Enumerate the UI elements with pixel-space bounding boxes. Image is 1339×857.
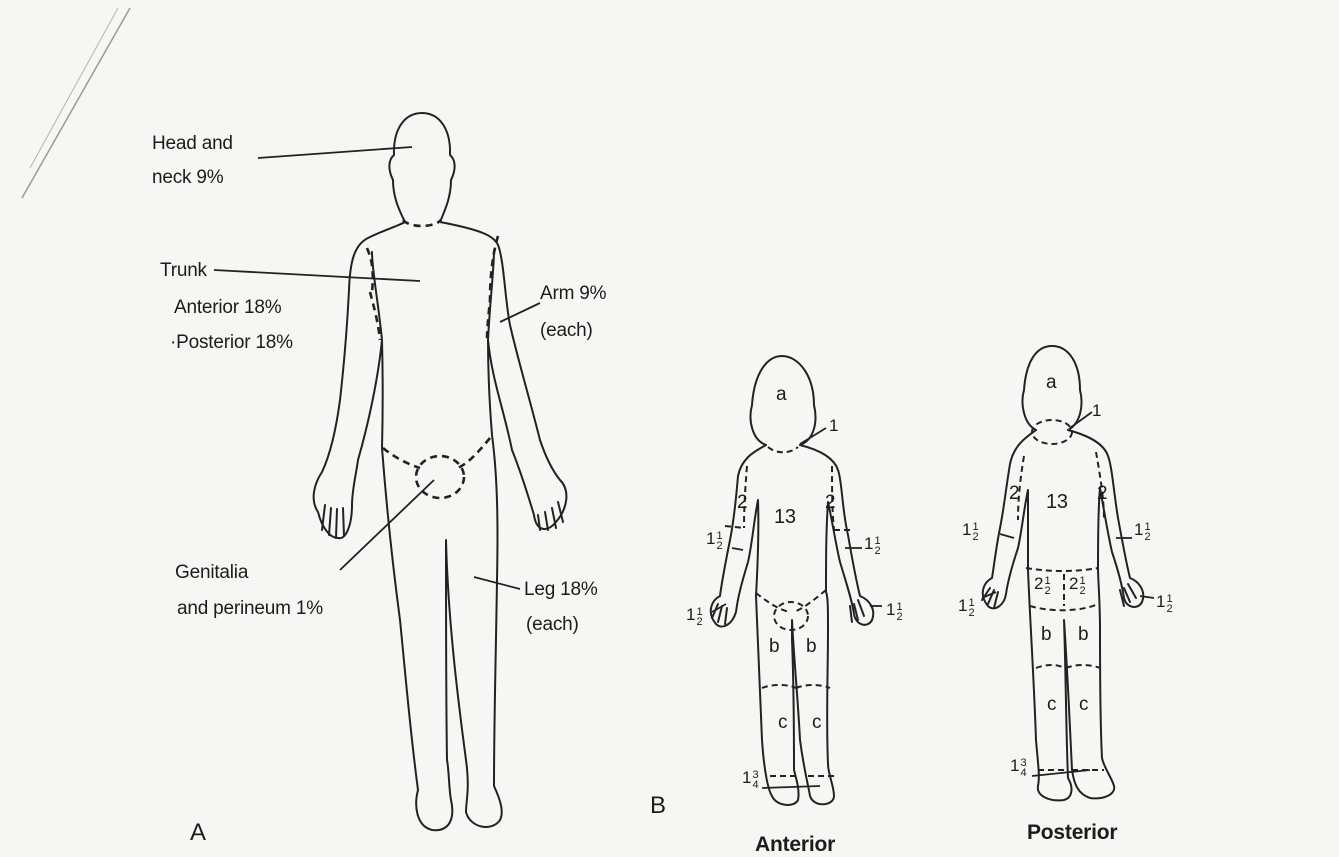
posterior-leg-left-label: c xyxy=(1047,692,1056,717)
posterior-leg-right-label: c xyxy=(1079,692,1088,717)
scan-artifact-line xyxy=(30,8,118,168)
child-posterior-figure xyxy=(982,346,1154,800)
anterior-upper-arm-left-label: 2 xyxy=(737,490,747,515)
posterior-thigh-left-label: b xyxy=(1041,622,1051,647)
anterior-leg-right-label: c xyxy=(812,710,821,735)
adult-genital-region xyxy=(416,456,464,498)
anterior-title: Anterior xyxy=(755,832,835,857)
head-neck-text: Head and neck 9% xyxy=(152,127,233,195)
anterior-thigh-left-label: b xyxy=(769,634,779,659)
posterior-upper-arm-left-label: 2 xyxy=(1009,481,1019,506)
anterior-head-label: a xyxy=(776,382,786,407)
posterior-thigh-right-label: b xyxy=(1078,622,1088,647)
anterior-body-outline xyxy=(711,445,873,805)
adult-groin-boundary xyxy=(383,448,420,468)
anterior-thigh-right-label: b xyxy=(806,634,816,659)
panel-a-letter: A xyxy=(190,820,206,845)
posterior-upper-arm-right-label: 2 xyxy=(1097,481,1107,506)
genitalia-leader-line xyxy=(340,480,434,570)
posterior-head-label: a xyxy=(1046,370,1056,395)
anterior-leg-left-label: c xyxy=(778,710,787,735)
perineum-label: and perineum 1% xyxy=(177,596,323,621)
trunk-posterior-label: ·Posterior 18% xyxy=(170,330,293,355)
posterior-neck-label: 1 xyxy=(1092,398,1101,423)
leg-each-label: (each) xyxy=(526,612,579,637)
leg-label: Leg 18% xyxy=(524,577,598,602)
anterior-upper-arm-right-label: 2 xyxy=(825,490,835,515)
genitalia-label: Genitalia xyxy=(175,560,248,585)
trunk-leader-line xyxy=(214,270,420,281)
adult-body-outline xyxy=(314,222,567,830)
posterior-trunk-label: 13 xyxy=(1046,490,1068,515)
child-anterior-figure xyxy=(711,356,882,805)
panel-b-letter: B xyxy=(650,793,666,818)
scan-artifact-line xyxy=(22,8,130,198)
adult-neck-boundary xyxy=(403,220,441,226)
head-neck-label: Head and neck 9% xyxy=(152,127,233,195)
adult-figure xyxy=(214,113,566,830)
arm-each-label: (each) xyxy=(540,318,593,343)
posterior-title: Posterior xyxy=(1027,820,1117,845)
arm-leader-line xyxy=(500,303,540,322)
head-leader-line xyxy=(258,147,412,158)
arm-label: Arm 9% xyxy=(540,281,606,306)
trunk-label: Trunk xyxy=(160,258,207,283)
trunk-anterior-label: Anterior 18% xyxy=(174,295,281,320)
anterior-trunk-label: 13 xyxy=(774,505,796,530)
posterior-body-outline xyxy=(983,430,1143,800)
adult-head-outline xyxy=(389,113,454,222)
anterior-neck-label: 1 xyxy=(829,413,838,438)
